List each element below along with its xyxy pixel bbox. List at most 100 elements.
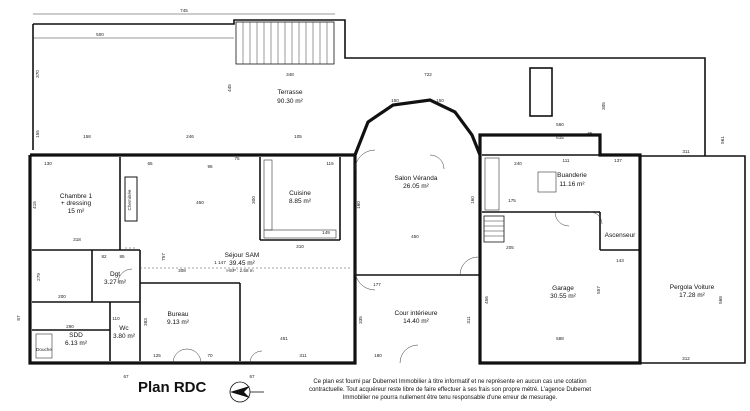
dim-terrasse-right: 722 xyxy=(424,72,432,77)
disclaimer-text: Ce plan est fourni par Dubernet Immobili… xyxy=(308,379,592,401)
bureau-label: Bureau xyxy=(168,311,189,318)
dim-137: 137 xyxy=(614,158,622,163)
dim-155: 155 xyxy=(35,130,40,138)
dim-205: 205 xyxy=(506,245,514,250)
dim-310: 310 xyxy=(296,244,304,249)
dim-105: 105 xyxy=(294,134,302,139)
veranda-wall xyxy=(353,98,482,156)
dim-65b: 65 xyxy=(147,161,153,166)
cheminee-label: Cheminée xyxy=(127,189,132,210)
dim-1147: 1 147 xyxy=(214,260,226,265)
pergola-outline xyxy=(640,155,746,364)
dim-top-total: 745 xyxy=(180,8,188,13)
terrasse-label: Terrasse xyxy=(278,89,303,96)
dim-67a: 67 xyxy=(123,374,129,379)
dim-557: 557 xyxy=(596,286,601,294)
chambre1-label-2: + dressing xyxy=(61,200,92,207)
dim-561: 561 xyxy=(720,136,725,144)
dim-300: 300 xyxy=(251,196,256,204)
dim-veranda-1: 150 xyxy=(391,98,399,103)
dim-175: 175 xyxy=(508,198,516,203)
dim-130: 130 xyxy=(44,161,52,166)
dim-87: 87 xyxy=(16,315,21,321)
salon-veranda-label: Salon Véranda xyxy=(394,175,437,182)
dim-450b: 450 xyxy=(411,234,419,239)
dim-82: 82 xyxy=(101,254,107,259)
dim-370: 370 xyxy=(35,70,40,78)
dim-279: 279 xyxy=(36,273,41,281)
terrasse-outline xyxy=(33,19,706,156)
dim-311a: 311 xyxy=(299,353,307,358)
garage-label: Garage xyxy=(552,285,574,292)
sdd-area: 6.13 m² xyxy=(65,340,88,347)
dim-318: 318 xyxy=(73,237,81,242)
terrasse-stairs xyxy=(235,21,335,65)
cuisine-counter-left xyxy=(263,159,273,231)
dim-115: 115 xyxy=(326,161,334,166)
dim-125: 125 xyxy=(153,353,161,358)
ascenseur-label: Ascenseur xyxy=(605,232,637,239)
cour-label: Cour intérieure xyxy=(395,310,438,317)
dim-311b: 311 xyxy=(466,316,471,324)
dim-75: 75 xyxy=(234,156,240,161)
dim-160b: 160 xyxy=(470,196,475,204)
dim-110: 110 xyxy=(112,316,120,321)
dim-158: 158 xyxy=(83,134,91,139)
dim-terrasse-mid: 348 xyxy=(286,72,294,77)
right-building-walls xyxy=(478,133,642,365)
cuisine-counter xyxy=(263,229,337,239)
sejour-label: Séjour SAM xyxy=(225,252,260,259)
dim-383: 383 xyxy=(143,318,148,326)
pergola-area: 17.28 m² xyxy=(679,292,705,299)
wc-area: 3.80 m² xyxy=(113,333,136,340)
dim-290: 290 xyxy=(66,324,74,329)
dim-757: 757 xyxy=(161,253,166,261)
terrasse-area: 90.30 m² xyxy=(277,98,303,105)
dim-456: 456 xyxy=(484,296,489,304)
chambre1-area: 15 m² xyxy=(68,208,85,215)
plan-title: Plan RDC xyxy=(138,379,207,396)
dim-67b: 67 xyxy=(249,374,255,379)
buanderie-label: Buanderie xyxy=(557,172,587,179)
dim-veranda-2: 150 xyxy=(436,98,444,103)
dim-588: 588 xyxy=(556,336,564,341)
dim-143: 143 xyxy=(616,258,624,263)
dim-180: 180 xyxy=(374,353,382,358)
dim-200: 200 xyxy=(58,294,66,299)
dim-177: 177 xyxy=(373,282,381,287)
main-house-walls xyxy=(28,153,357,365)
salon-veranda-area: 26.05 m² xyxy=(403,183,429,190)
north-arrow-icon xyxy=(229,381,264,403)
dim-70: 70 xyxy=(207,353,213,358)
dim-246: 246 xyxy=(186,134,194,139)
door-arcs xyxy=(117,149,603,364)
sejour-hsp: HSP : 2.58 m xyxy=(226,268,253,273)
dgt-area: 3.27 m² xyxy=(104,279,127,286)
dim-311c: 311 xyxy=(682,149,690,154)
dgt-label: Dgt xyxy=(110,271,120,278)
dim-terrasse-top: 500 xyxy=(96,32,104,37)
terrasse-planter xyxy=(529,67,553,117)
dim-560: 560 xyxy=(556,122,564,127)
cour-area: 14.40 m² xyxy=(403,318,429,325)
pergola-label: Pergola Voiture xyxy=(670,284,715,291)
dim-240: 240 xyxy=(514,161,522,166)
dim-312: 312 xyxy=(682,356,690,361)
douche-box xyxy=(35,333,53,359)
cheminee-box xyxy=(124,176,138,222)
dim-85: 85 xyxy=(119,254,125,259)
garage-area: 30.55 m² xyxy=(550,293,576,300)
dim-615: 615 xyxy=(556,135,564,140)
dim-568: 568 xyxy=(718,296,723,304)
chambre1-label: Chambre 1 xyxy=(60,193,93,200)
sdd-label: SDD xyxy=(69,332,83,339)
dim-308: 308 xyxy=(178,268,186,273)
garage-stairs xyxy=(483,215,505,243)
dim-445: 445 xyxy=(227,84,232,92)
dim-335: 335 xyxy=(358,316,363,324)
cuisine-label: Cuisine xyxy=(289,190,311,197)
douche-label: Douche xyxy=(36,347,52,352)
dim-451: 451 xyxy=(280,336,288,341)
buanderie-shelf xyxy=(484,157,500,211)
